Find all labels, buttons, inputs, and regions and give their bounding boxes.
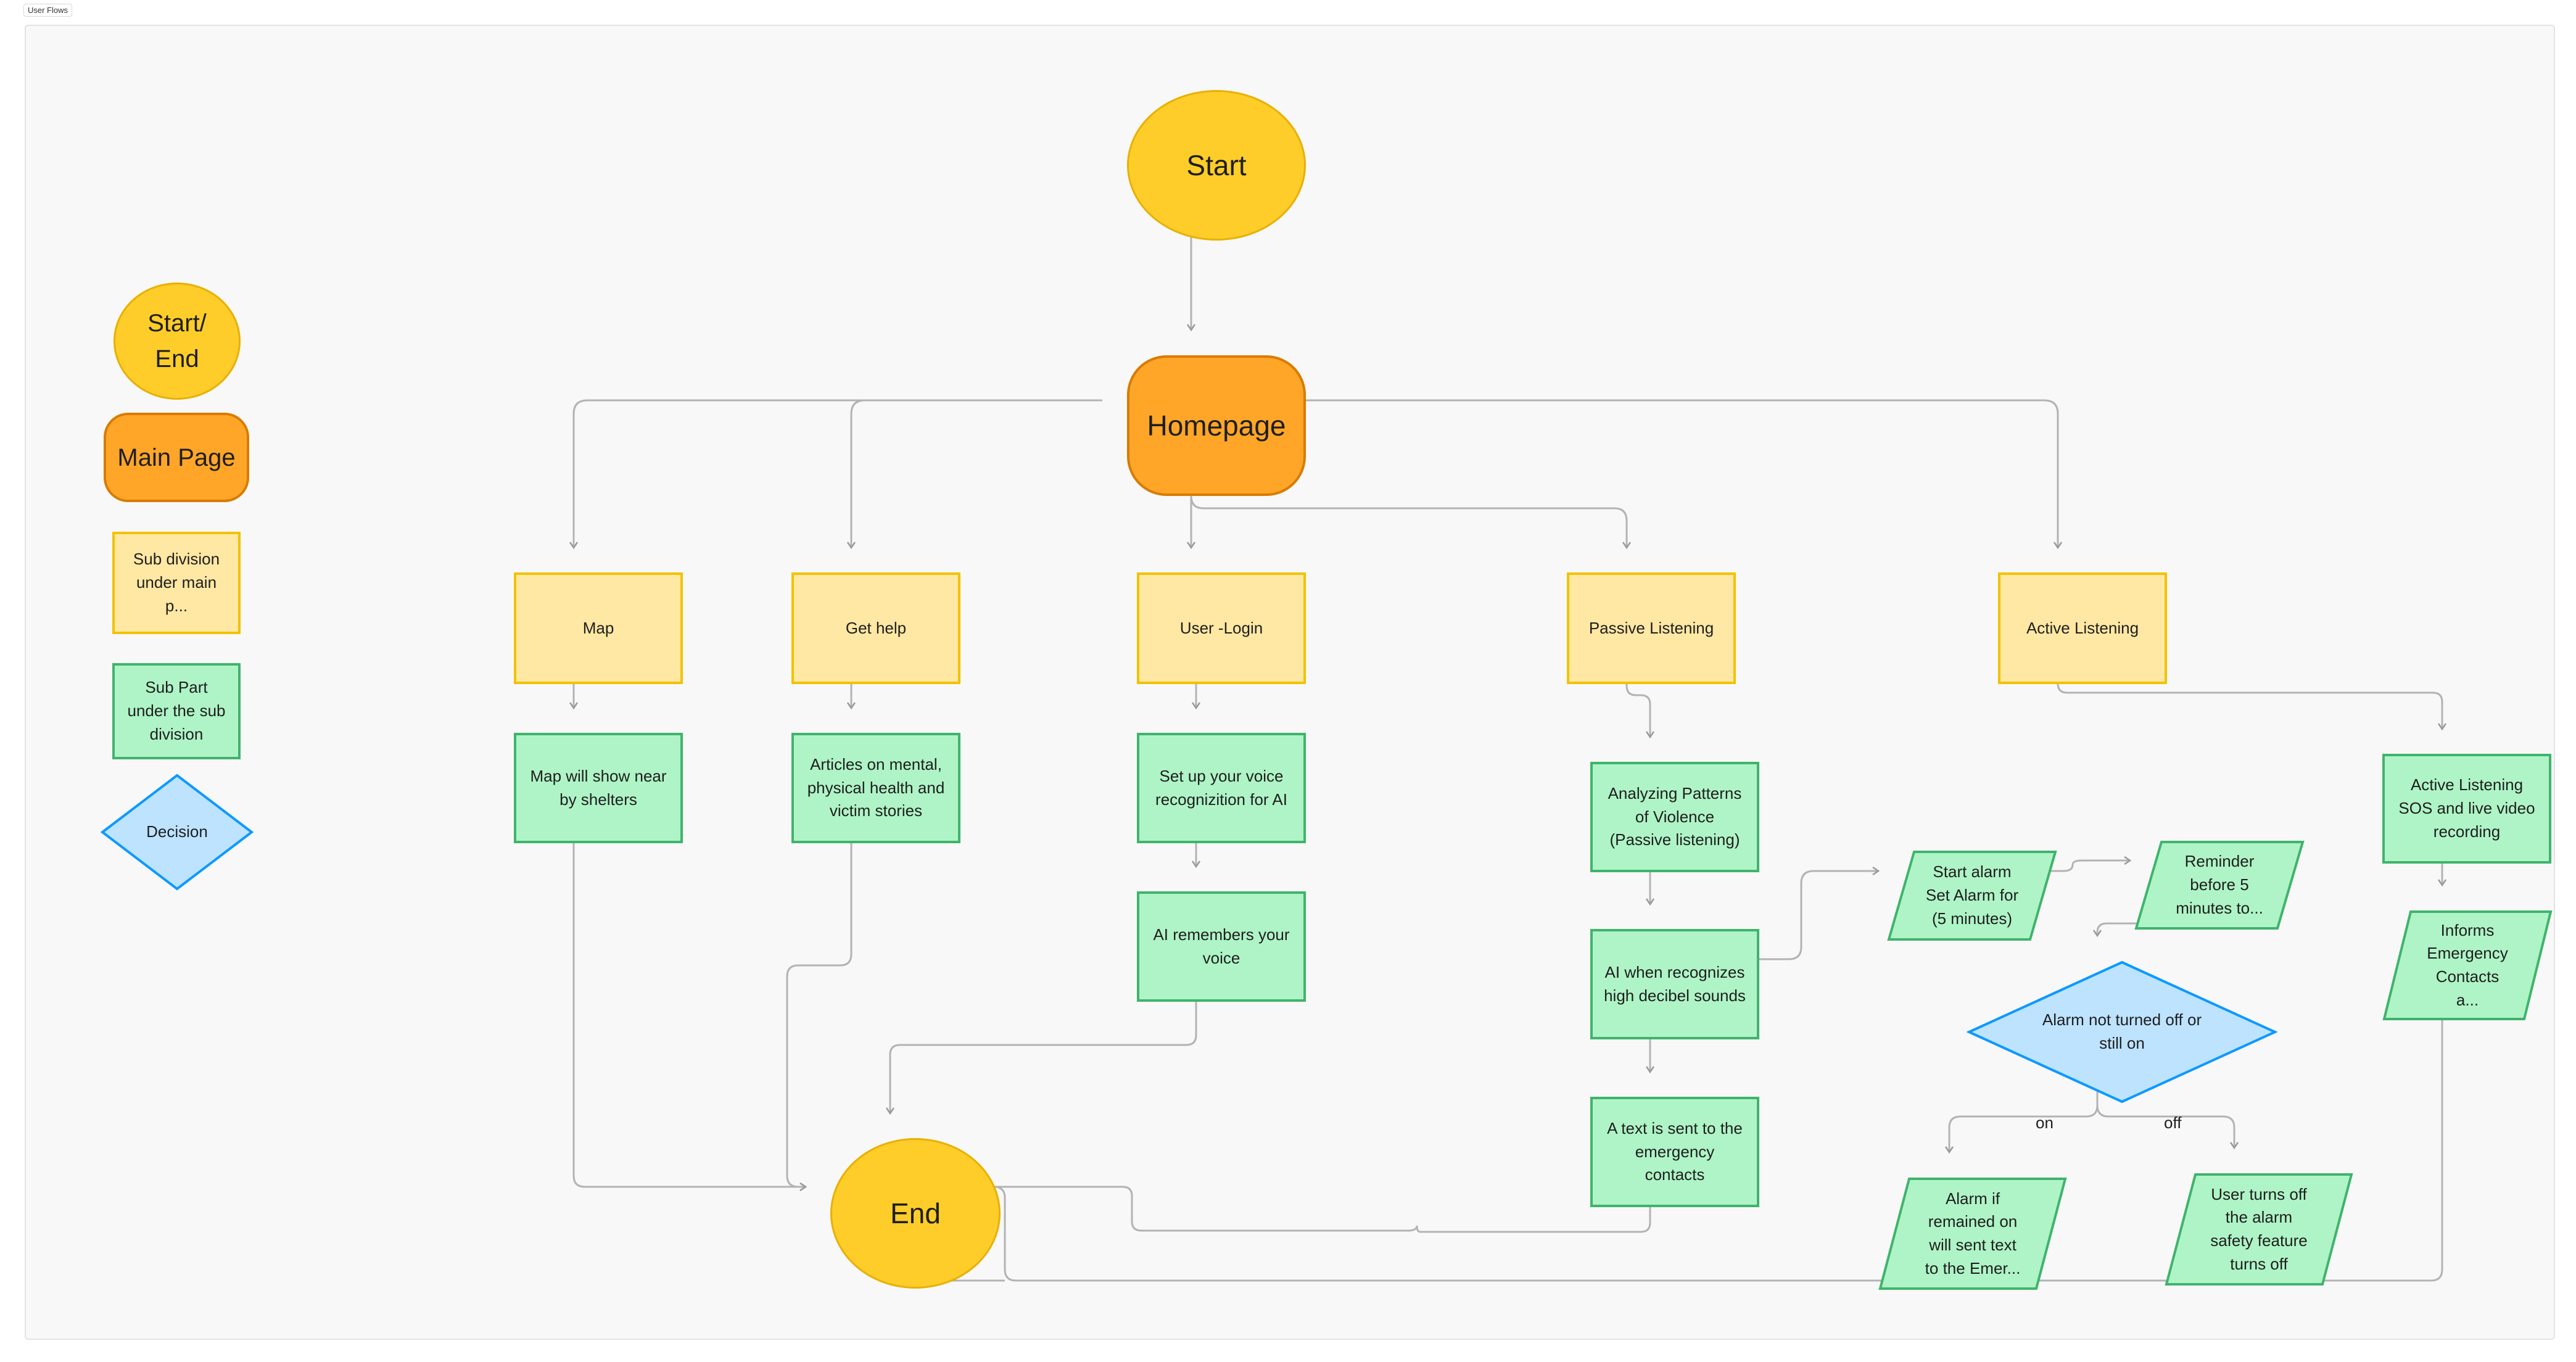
legend-start-end: Start/ End: [114, 283, 241, 400]
legend-main-page: Main Page: [104, 413, 249, 502]
edge-passive-analyzing: [1625, 659, 1650, 737]
alarm-on-label: Alarm if remained on will sent text to t…: [1925, 1189, 2021, 1277]
node-alarm-decision[interactable]: Alarm not turned off or still on: [1967, 960, 2277, 1104]
node-articles[interactable]: Articles on mental, physical health and …: [791, 733, 960, 843]
connectors: [26, 215, 2554, 1282]
node-text-sent[interactable]: A text is sent to the emergency contacts: [1590, 1097, 1759, 1207]
legend-decision-label: Decision: [146, 822, 208, 841]
reminder-label: Reminder before 5 minutes to...: [2176, 852, 2263, 917]
informs-label: Informs Emergency Contacts a...: [2427, 920, 2508, 1009]
edge-label-off: off: [2164, 1113, 2182, 1132]
edge-shelters-end: [572, 819, 806, 1187]
alarm-decision-label: Alarm not turned off or still on: [2042, 1010, 2202, 1052]
edge-informs-end: [975, 996, 2443, 1282]
edge-home-gethelp: [851, 399, 1102, 548]
node-voice-setup[interactable]: Set up your voice recognizition for AI: [1137, 733, 1306, 843]
node-alarm-on[interactable]: Alarm if remained on will sent text to t…: [1878, 1177, 2067, 1290]
edge-text-end: [975, 1182, 1651, 1233]
node-map-shelters[interactable]: Map will show near by shelters: [514, 733, 683, 843]
edge-decision-off: [2096, 1078, 2234, 1148]
frame-title[interactable]: User Flows: [23, 4, 73, 17]
node-passive-listening[interactable]: Passive Listening: [1567, 572, 1736, 684]
node-map[interactable]: Map: [514, 572, 683, 684]
node-analyzing[interactable]: Analyzing Patterns of Violence (Passive …: [1590, 762, 1759, 872]
node-ai-remembers[interactable]: AI remembers your voice: [1137, 891, 1306, 1002]
edge-home-passive: [1190, 471, 1627, 548]
edge-ai-end: [890, 976, 1197, 1113]
node-ai-decibel[interactable]: AI when recognizes high decibel sounds: [1590, 929, 1759, 1039]
legend-sub-part: Sub Part under the sub division: [112, 663, 241, 759]
legend-decision: Decision: [100, 774, 254, 891]
edge-decibel-startalarm: [1736, 871, 1878, 960]
diagram-canvas: Start/ End Main Page Sub division under …: [25, 25, 2555, 1340]
legend-sub-division: Sub division under main p...: [112, 532, 241, 634]
alarm-off-label: User turns off the alarm safety feature …: [2210, 1184, 2308, 1273]
diamond-shape: [100, 774, 254, 891]
edge-active-sos: [2057, 659, 2442, 729]
node-start-alarm[interactable]: Start alarm Set Alarm for (5 minutes): [1887, 850, 2057, 941]
node-homepage[interactable]: Homepage: [1127, 355, 1306, 496]
node-active-listening[interactable]: Active Listening: [1998, 572, 2167, 684]
edge-label-on: on: [2036, 1113, 2054, 1132]
node-end[interactable]: End: [830, 1138, 1001, 1289]
edge-startalarm-reminder: [2014, 861, 2130, 872]
edge-decision-on: [1949, 1078, 2099, 1152]
node-user-login[interactable]: User -Login: [1137, 572, 1306, 684]
edge-articles-end: [786, 819, 852, 1187]
edge-home-map: [574, 399, 1102, 548]
node-reminder[interactable]: Reminder before 5 minutes to...: [2134, 840, 2305, 930]
node-start[interactable]: Start: [1127, 90, 1306, 241]
node-active-sos[interactable]: Active Listening SOS and live video reco…: [2382, 754, 2551, 864]
node-get-help[interactable]: Get help: [791, 572, 960, 684]
node-alarm-off[interactable]: User turns off the alarm safety feature …: [2165, 1173, 2353, 1286]
edge-home-active: [1280, 399, 2058, 548]
node-informs[interactable]: Informs Emergency Contacts a...: [2382, 910, 2553, 1021]
start-alarm-label: Start alarm Set Alarm for (5 minutes): [1925, 862, 2019, 928]
